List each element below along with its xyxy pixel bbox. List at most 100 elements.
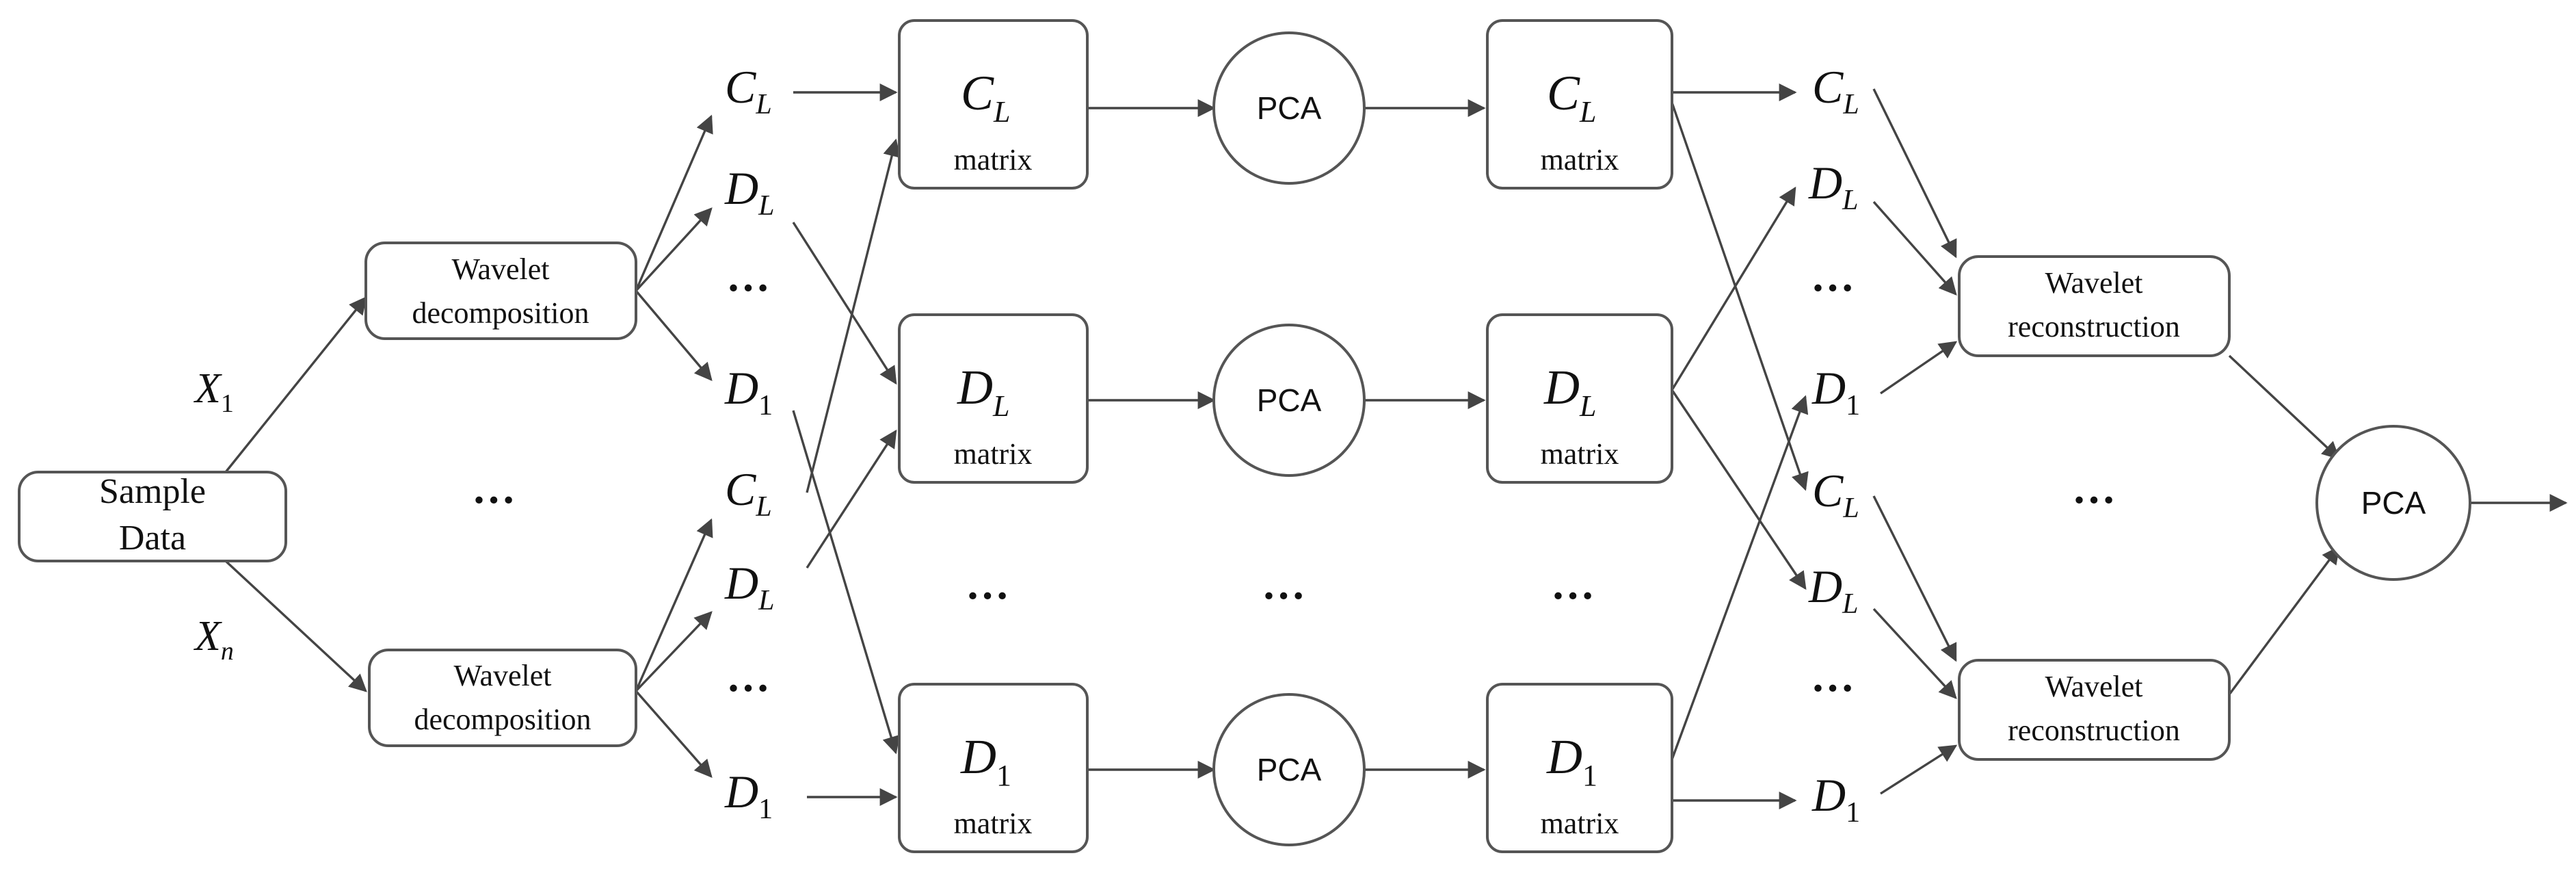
coef-dl-2: DL xyxy=(724,557,774,616)
matrix-cl-left-sym: CL xyxy=(961,66,1011,129)
ellipsis-left-2: … xyxy=(726,652,770,701)
edge-wd1-to-cl xyxy=(635,114,713,291)
edge-dl4-to-wr2 xyxy=(1872,608,1957,699)
matrix-cl-left: CL matrix xyxy=(898,19,1089,190)
svg-text:X1: X1 xyxy=(193,365,234,418)
edge-wd1-to-dl xyxy=(635,207,713,292)
x1-base: X xyxy=(193,365,222,412)
wavelet-decomposition-box-2: Wavelet decomposition xyxy=(368,649,637,747)
coefficients-left: CL DL … D1 CL DL … D1 xyxy=(724,61,774,825)
pca-node-final: PCA xyxy=(2315,425,2471,581)
xn-sub: n xyxy=(221,637,234,666)
wavelet-reconstruction-box-1: Wavelet reconstruction xyxy=(1958,255,2231,357)
edge-d14-to-wr2 xyxy=(1880,744,1958,795)
coef-cl-4: CL xyxy=(1812,465,1859,524)
wavelet-reconstruction-box-2: Wavelet reconstruction xyxy=(1958,659,2231,761)
edge-wd2-to-cl xyxy=(635,518,713,692)
coef-cl-3: CL xyxy=(1812,61,1859,120)
matrix-cl-right: CL matrix xyxy=(1486,19,1673,190)
matrix-dl-left-rect xyxy=(898,313,1089,484)
edge-dlmatrix2-to-dl3 xyxy=(1671,186,1796,391)
matrix-cl-right-rect xyxy=(1486,19,1673,190)
edge-dl1-to-dlmatrix xyxy=(792,222,897,385)
edge-wr2-to-finalpca xyxy=(2228,545,2340,696)
matrix-dl-left: DL matrix xyxy=(898,313,1089,484)
sample-data-rect xyxy=(18,471,287,562)
input-label-x1: X1 xyxy=(193,365,234,418)
edge-sample-to-wd1 xyxy=(224,296,367,473)
matrix-d1-left-sym: D1 xyxy=(960,729,1011,792)
matrix-d1-left: D1 matrix xyxy=(898,683,1089,853)
coef-dl-1: DL xyxy=(724,162,774,222)
wr1-line2: reconstruction xyxy=(2008,310,2180,343)
edge-wd2-to-d1 xyxy=(635,690,713,778)
pca-node-1: PCA xyxy=(1212,31,1366,185)
coef-dl-4: DL xyxy=(1808,560,1858,620)
sample-data-box: Sample Data xyxy=(18,471,287,562)
edge-dl2-to-dlmatrix xyxy=(806,429,897,569)
edge-sample-to-wd2 xyxy=(224,560,367,692)
edge-cl4-to-wr2 xyxy=(1872,495,1957,662)
wd2-line2: decomposition xyxy=(414,703,591,736)
matrix-d1-right: D1 matrix xyxy=(1486,683,1673,853)
edge-d1matrix2-to-d13 xyxy=(1671,395,1809,760)
matrix-dl-right: DL matrix xyxy=(1486,313,1673,484)
pca-1-label: PCA xyxy=(1257,90,1322,126)
pca-1-circle xyxy=(1212,31,1366,185)
pca-2-circle xyxy=(1212,324,1366,477)
edge-wd2-to-dl xyxy=(635,611,713,692)
sample-data-line2: Data xyxy=(119,519,186,558)
edge-dl3-to-wr1 xyxy=(1872,200,1957,296)
wavelet-decomposition-box-1: Wavelet decomposition xyxy=(364,242,637,340)
wd1-line1: Wavelet xyxy=(451,252,549,286)
ellipsis-wd: … xyxy=(472,464,516,512)
pca-3-label: PCA xyxy=(1257,752,1322,787)
sample-data-line1: Sample xyxy=(99,472,206,511)
coef-dl-3: DL xyxy=(1808,157,1858,216)
coef-d1-3: D1 xyxy=(1811,362,1860,421)
matrix-d1-right-rect xyxy=(1486,683,1673,853)
wr1-rect xyxy=(1958,255,2231,357)
pca-final-circle xyxy=(2315,425,2471,581)
matrix-cl-right-sym: CL xyxy=(1547,66,1597,129)
wd2-rect xyxy=(368,649,637,747)
ellipsis-right-1: … xyxy=(1811,252,1855,300)
matrix-d1-right-label: matrix xyxy=(1541,807,1619,840)
coef-d1-4: D1 xyxy=(1811,769,1860,829)
wr2-line2: reconstruction xyxy=(2008,714,2180,747)
matrix-dl-right-rect xyxy=(1486,313,1673,484)
wd1-rect xyxy=(364,242,637,340)
matrix-cl-left-rect xyxy=(898,19,1089,190)
pca-2-label: PCA xyxy=(1257,382,1322,418)
matrix-d1-right-sym: D1 xyxy=(1546,729,1597,792)
edge-clmatrix2-to-cl4 xyxy=(1671,102,1809,491)
input-label-xn: Xn xyxy=(193,613,234,666)
wr2-rect xyxy=(1958,659,2231,761)
wr2-line1: Wavelet xyxy=(2045,670,2142,703)
pca-node-2: PCA xyxy=(1212,324,1366,477)
edge-dlmatrix2-to-dl4 xyxy=(1671,389,1807,590)
matrix-dl-right-sym: DL xyxy=(1543,360,1596,423)
coef-cl-1: CL xyxy=(725,61,772,120)
edge-d13-to-wr1 xyxy=(1880,341,1958,395)
matrix-d1-left-rect xyxy=(898,683,1089,853)
ellipsis-left-1: … xyxy=(726,252,770,300)
ellipsis-matrix-right: … xyxy=(1551,560,1595,608)
matrix-cl-right-label: matrix xyxy=(1541,143,1619,177)
xn-base: X xyxy=(193,613,222,660)
edge-wd1-to-d1 xyxy=(635,289,713,381)
matrix-d1-left-label: matrix xyxy=(954,807,1033,840)
pca-node-3: PCA xyxy=(1212,693,1366,846)
ellipsis-wr: … xyxy=(2072,464,2116,512)
coef-d1-2: D1 xyxy=(724,766,773,825)
ellipsis-pca: … xyxy=(1262,560,1305,608)
x1-sub: 1 xyxy=(221,389,234,418)
pca-3-circle xyxy=(1212,693,1366,846)
pca-final-label: PCA xyxy=(2361,485,2426,521)
edge-cl3-to-wr1 xyxy=(1872,88,1957,259)
ellipsis-matrix-left: … xyxy=(966,560,1009,608)
ellipsis-right-2: … xyxy=(1811,652,1855,701)
matrix-dl-left-sym: DL xyxy=(957,360,1009,423)
coef-d1-1: D1 xyxy=(724,362,773,421)
